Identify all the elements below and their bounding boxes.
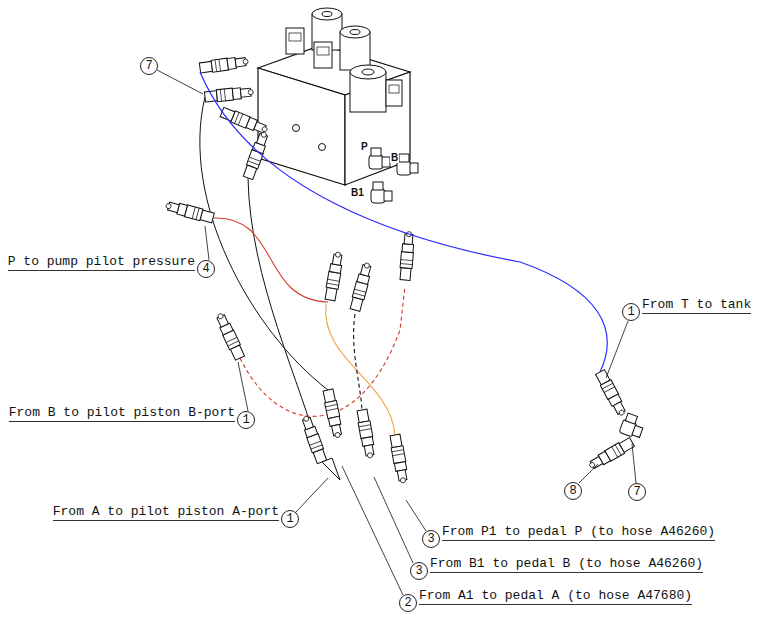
- port-marking: P: [360, 141, 369, 152]
- callout-circle: 2From A1 to pedal A (to hose A47680): [399, 594, 417, 612]
- callout-number: 1: [238, 412, 254, 428]
- callout-description: From B1 to pedal B (to hose A46260): [430, 557, 703, 573]
- callout-number: 8: [565, 483, 581, 499]
- callout-circle: 1From B to pilot piston B-port: [237, 411, 255, 429]
- callout-circle: 3From B1 to pedal B (to hose A46260): [410, 562, 428, 580]
- callout-number: 1: [623, 304, 639, 320]
- callout-number: 1: [282, 511, 298, 527]
- valve-block: [258, 8, 410, 185]
- callout-description: From A to pilot piston A-port: [53, 505, 279, 521]
- callout-description: From B to pilot piston B-port: [9, 406, 235, 422]
- port-marking: B: [390, 152, 399, 163]
- callout-circle: 3From P1 to pedal P (to hose A46260): [422, 530, 440, 548]
- callout-number: 7: [629, 484, 645, 500]
- callout-number: 4: [198, 261, 214, 277]
- callout-number: 3: [423, 531, 439, 547]
- callout-circle: 4P to pump pilot pressure: [197, 260, 215, 278]
- callout-description: From T to tank: [642, 298, 751, 314]
- callout-circle: 1From T to tank: [622, 303, 640, 321]
- callout-description: From A1 to pedal A (to hose A47680): [419, 589, 692, 605]
- port-marking: B1: [350, 187, 365, 198]
- callout-number: 7: [141, 58, 157, 74]
- callout-description: P to pump pilot pressure: [8, 255, 195, 271]
- callout-circle: 7: [628, 483, 646, 501]
- callout-circle: 7: [140, 57, 158, 75]
- callout-number: 3: [411, 563, 427, 579]
- callout-circle: 8: [564, 482, 582, 500]
- callout-description: From P1 to pedal P (to hose A46260): [442, 525, 715, 541]
- callout-number: 2: [400, 595, 416, 611]
- callout-circle: 1From A to pilot piston A-port: [281, 510, 299, 528]
